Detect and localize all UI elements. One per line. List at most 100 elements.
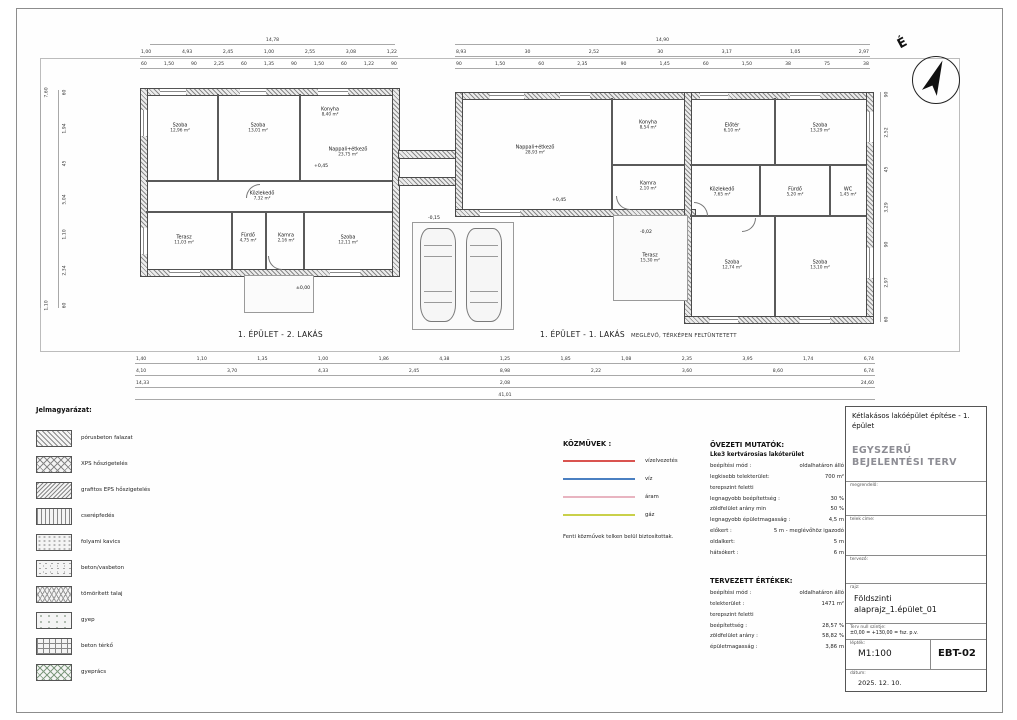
zoning-row: legnagyobb épületmagasság :4,5 m [710,517,844,524]
document-type: EGYSZERŰ BEJELENTÉSI TERV [852,445,957,469]
divider [846,515,986,516]
zoning-row: hátsókert :6 m [710,549,844,556]
legend-item-label: beton/vasbeton [81,565,125,572]
divider [846,623,986,624]
legend-item-label: folyami kavics [81,539,121,546]
legend-item: XPS hőszigetelés [36,456,128,473]
date-value: 2025. 12. 10. [858,679,902,687]
window [140,228,148,254]
title-block: Kétlakásos lakóépület építése - 1. épüle… [845,406,987,692]
partition [299,94,301,180]
client-label: megrendelő: [850,483,878,488]
xps-swatch-icon [36,456,72,473]
grass-swatch-icon [36,612,72,629]
gravel-swatch-icon [36,534,72,551]
legend-item: beton/vasbeton [36,560,124,577]
planned-values: TERVEZETT ÉRTÉKEK: beépítési mód :oldalh… [710,577,844,653]
partition [265,213,267,269]
legend-item: gyeprács [36,664,106,681]
legend-item-label: cserépfedés [81,513,115,520]
legend-item-label: gyep [81,617,95,624]
legend-item: folyami kavics [36,534,120,551]
legend-item-label: gyeprács [81,669,107,676]
sheet-frame [16,8,1003,713]
zoning-row: oldalkert:5 m [710,538,844,545]
partition [303,213,305,269]
dim-chain-bottom-overall: 41,01 [135,393,875,400]
terrace-outline [613,215,688,301]
zoning-row: legnagyobb beépítettség :30 % [710,495,844,502]
divider [846,583,986,584]
paver-swatch-icon [36,638,72,655]
divider [846,669,986,670]
site-address-label: telek címe: [850,517,875,522]
wall [140,88,148,277]
connecting-wall [398,177,457,186]
soil-swatch-icon [36,586,72,603]
dim-chain-top-overall-left: 14,78 [150,38,395,45]
window [490,92,524,100]
partition [829,166,831,215]
zoning-row: legkisebb telekterület:700 m² [710,473,844,480]
utility-item: vízelvezetés [563,458,678,464]
plan-title-left: 1. ÉPÜLET - 2. LAKÁS [238,330,323,339]
car-windshield-icon [424,245,452,257]
drawing-label: rajz: [850,585,860,590]
window [710,316,738,324]
legend-item-label: XPS hőszigetelés [81,461,128,468]
planned-row: terepszint feletti [710,611,754,618]
divider [846,481,986,482]
window [330,269,360,277]
project-title: Kétlakásos lakóépület építése - 1. épüle… [852,412,970,430]
legend-item: grafitos EPS hőszigetelés [36,482,150,499]
legend-item-label: pórusbeton falazat [81,435,133,442]
planned-row: telekterület :1471 m² [710,600,844,607]
electricity-line-icon [563,496,635,498]
level-marker: -0,02 [640,230,652,235]
partition [611,98,613,209]
partition [774,98,776,164]
legend-item: tömörített talaj [36,586,123,603]
compass-needle-icon [921,60,943,96]
utility-item: gáz [563,512,654,518]
window [700,92,728,100]
roof-tile-swatch-icon [36,508,72,525]
window [800,316,830,324]
legend-item: beton térkő [36,638,113,655]
plan-title-right-note: MEGLÉVŐ, TÉRKÉPEN FELTÜNTETETT [630,333,737,339]
legend-item: gyep [36,612,95,629]
car-plan-icon [466,228,502,322]
concrete-swatch-icon [36,560,72,577]
planned-row: beépítési mód :oldalhatáron álló [710,590,844,596]
window [866,112,874,142]
compass-circle-icon [912,56,960,104]
planned-title: TERVEZETT ÉRTÉKEK: [710,577,793,585]
partition [690,215,866,217]
masonry-swatch-icon [36,430,72,447]
window [160,88,186,96]
